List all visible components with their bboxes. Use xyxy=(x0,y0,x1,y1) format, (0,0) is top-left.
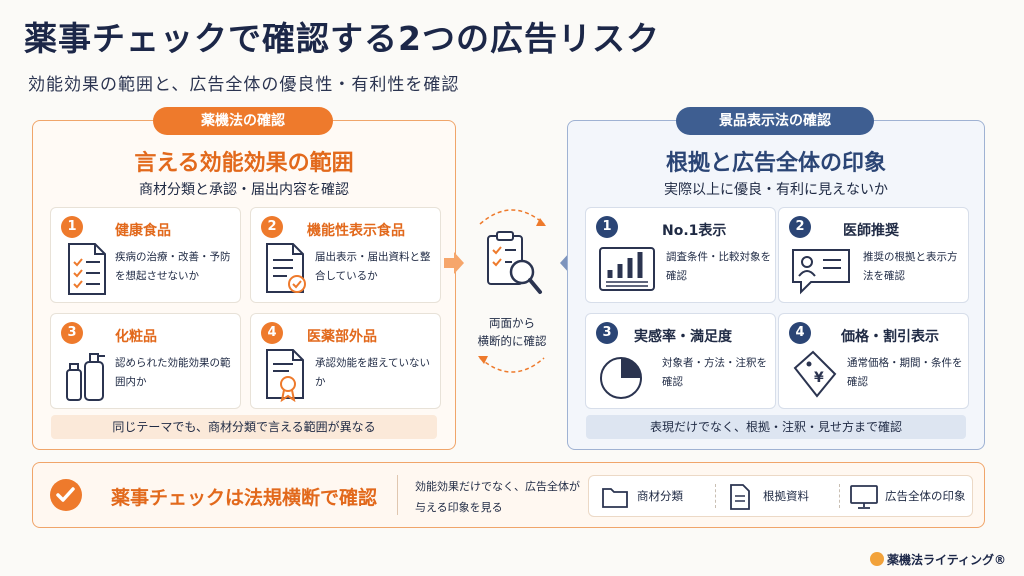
brand-logo-icon xyxy=(869,552,884,566)
card-number: 3 xyxy=(596,322,618,344)
arrow-right-icon xyxy=(444,252,464,274)
summary-separator xyxy=(715,484,716,508)
card-number: 2 xyxy=(789,216,811,238)
card-description: 対象者・方法・注釈を確認 xyxy=(662,357,767,388)
card-satisfaction-rate: 3 実感率・満足度 対象者・方法・注釈を確認 xyxy=(585,313,776,409)
card-number: 4 xyxy=(261,322,283,344)
monitor-icon xyxy=(850,485,878,509)
bar-chart-icon xyxy=(599,247,655,291)
card-title: 健康食品 xyxy=(115,223,171,239)
cosmetics-bottles-icon xyxy=(66,353,105,401)
summary-item-label: 広告全体の印象 xyxy=(885,489,966,503)
card-description: 認められた効能効果の範囲内か xyxy=(115,357,231,388)
card-title: 医師推奨 xyxy=(843,223,899,239)
check-circle-icon xyxy=(50,479,82,511)
summary-item-label: 商材分類 xyxy=(637,489,683,503)
page-subtitle: 効能効果の範囲と、広告全体の優良性・有利性を確認 xyxy=(28,75,460,95)
center-label-line1: 両面から xyxy=(489,316,535,330)
summary-description: 効能効果だけでなく、広告全体が与える印象を見る xyxy=(415,480,580,514)
card-number: 3 xyxy=(61,322,83,344)
keihyoho-note: 表現だけでなく、根拠・注釈・見せ方まで確認 xyxy=(586,415,966,439)
keihyoho-subheading: 実際以上に優良・有利に見えないか xyxy=(664,182,888,198)
card-title: 価格・割引表示 xyxy=(841,329,939,345)
page-title: 薬事チェックで確認する2つの広告リスク xyxy=(24,19,660,58)
center-label: 両面から 横断的に確認 xyxy=(462,314,562,350)
summary-item-label: 根拠資料 xyxy=(763,489,809,503)
center-label-line2: 横断的に確認 xyxy=(477,334,547,348)
summary-bar: 薬事チェックは法規横断で確認 効能効果だけでなく、広告全体が与える印象を見る 商… xyxy=(32,462,985,528)
card-description: 疾病の治療・改善・予防を想起させないか xyxy=(115,251,231,282)
yakkiho-note: 同じテーマでも、商材分類で言える範囲が異なる xyxy=(51,415,437,439)
pie-chart-icon xyxy=(600,357,642,399)
brand-name: 薬機法ライティング® xyxy=(886,553,1006,567)
card-title: 医薬部外品 xyxy=(307,329,377,345)
card-number: 1 xyxy=(596,216,618,238)
card-description: 届出表示・届出資料と整合しているか xyxy=(315,251,431,282)
card-cosmetics: 3 化粧品 認められた効能効果の範囲内か xyxy=(50,313,241,409)
checklist-document-icon xyxy=(68,243,106,295)
svg-text:¥: ¥ xyxy=(814,370,824,386)
card-title: No.1表示 xyxy=(662,223,727,239)
yen-price-tag-icon: ¥ xyxy=(793,350,837,398)
card-title: 化粧品 xyxy=(115,329,157,345)
card-number: 4 xyxy=(789,322,811,344)
card-description: 承認効能を超えていないか xyxy=(315,357,430,388)
summary-divider xyxy=(397,475,398,515)
card-doctor-recommend: 2 医師推奨 推奨の根拠と表示方法を確認 xyxy=(778,207,969,303)
card-number: 2 xyxy=(261,216,283,238)
checklist-magnifier-icon xyxy=(487,231,542,294)
card-description: 推奨の根拠と表示方法を確認 xyxy=(863,251,958,282)
card-description: 通常価格・期間・条件を確認 xyxy=(847,357,963,388)
keihyoho-heading: 根拠と広告全体の印象 xyxy=(665,151,886,176)
certificate-icon xyxy=(266,349,304,402)
brand-footer: 薬機法ライティング® xyxy=(869,551,1006,568)
card-title: 機能性表示食品 xyxy=(307,223,405,239)
document-check-icon xyxy=(266,243,306,293)
card-price-discount: 4 価格・割引表示 通常価格・期間・条件を確認 ¥ xyxy=(778,313,969,409)
card-quasi-drugs: 4 医薬部外品 承認効能を超えていないか xyxy=(250,313,441,409)
yakkiho-tag: 薬機法の確認 xyxy=(153,107,333,135)
card-functional-food: 2 機能性表示食品 届出表示・届出資料と整合しているか xyxy=(250,207,441,303)
yakkiho-heading: 言える効能効果の範囲 xyxy=(134,151,354,176)
card-no1-claim: 1 No.1表示 調査条件・比較対象を確認 xyxy=(585,207,776,303)
document-icon xyxy=(730,484,750,510)
doctor-id-card-icon xyxy=(792,249,850,295)
folder-icon xyxy=(602,488,628,508)
summary-items: 商材分類 根拠資料 広告全体の印象 xyxy=(588,475,973,517)
summary-separator xyxy=(839,484,840,508)
center-cycle-graphic xyxy=(478,209,546,373)
card-title: 実感率・満足度 xyxy=(634,329,732,345)
keihyoho-tag: 景品表示法の確認 xyxy=(676,107,874,135)
card-description: 調査条件・比較対象を確認 xyxy=(666,251,771,282)
keihyoho-panel: 景品表示法の確認 根拠と広告全体の印象 実際以上に優良・有利に見えないか 1 N… xyxy=(567,107,985,450)
summary-title: 薬事チェックは法規横断で確認 xyxy=(111,487,378,509)
card-number: 1 xyxy=(61,216,83,238)
card-health-food: 1 健康食品 疾病の治療・改善・予防を想起させないか xyxy=(50,207,241,303)
yakkiho-panel: 薬機法の確認 言える効能効果の範囲 商材分類と承認・届出内容を確認 1 健康食品… xyxy=(32,107,456,450)
yakkiho-subheading: 商材分類と承認・届出内容を確認 xyxy=(139,182,349,198)
